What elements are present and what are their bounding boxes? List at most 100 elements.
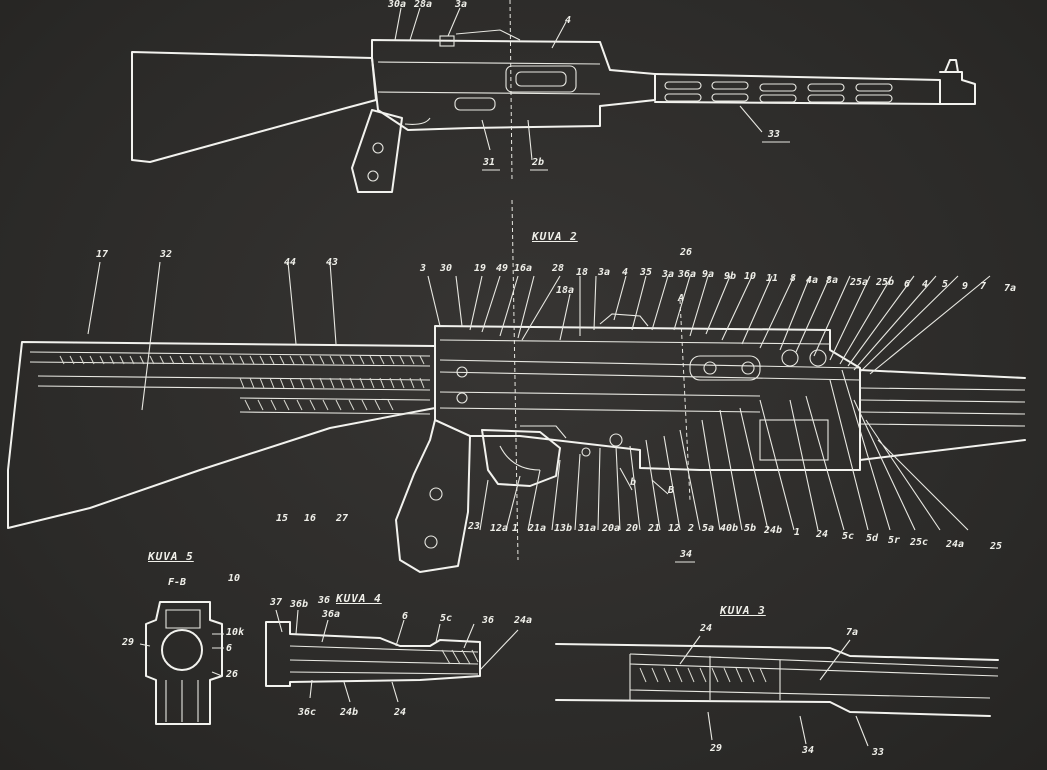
fig2-label-1a: 1 bbox=[512, 523, 519, 534]
fig2-label-20a: 20a bbox=[602, 523, 621, 534]
fig2-label-16a: 16a bbox=[514, 263, 533, 274]
fig4-label-36b: 36b bbox=[290, 599, 309, 610]
fig2-label-25b: 25b bbox=[876, 277, 895, 288]
fig4-label-36a: 36a bbox=[322, 609, 341, 620]
fig2-label-21a: 21a bbox=[528, 523, 547, 534]
fig4-label-37: 37 bbox=[270, 597, 283, 608]
fig3-label-29: 29 bbox=[710, 743, 723, 754]
fig2-label-8: 8 bbox=[790, 273, 797, 284]
fig1-label-28a: 28a bbox=[414, 0, 433, 10]
fig2-label-26: 26 bbox=[680, 247, 693, 258]
fig4-label-24: 24 bbox=[394, 707, 407, 718]
fig4-label-6: 6 bbox=[402, 611, 409, 622]
fig3-label-34: 34 bbox=[802, 745, 815, 756]
fig2-label-b: b bbox=[630, 477, 637, 488]
kuva-4-title: KUVA 4 bbox=[336, 592, 382, 605]
fig2-label-2: 2 bbox=[688, 523, 695, 534]
section-label-fb: F-B bbox=[168, 577, 187, 588]
fig2-label-B: B bbox=[668, 485, 675, 496]
fig2-label-8a: 8a bbox=[826, 275, 839, 286]
kuva-3-title: KUVA 3 bbox=[720, 604, 766, 617]
fig2-label-36a: 36a bbox=[678, 269, 697, 280]
fig2-label-4a: 4a bbox=[806, 275, 819, 286]
fig2-label-9a: 9a bbox=[702, 269, 715, 280]
fig2-label-12a: 12a bbox=[490, 523, 509, 534]
fig5-label-10k: 10k bbox=[226, 627, 245, 638]
fig5-label-10: 10 bbox=[228, 573, 241, 584]
fig2-label-5d: 5d bbox=[866, 533, 879, 544]
kuva-5-title: KUVA 5 bbox=[148, 550, 194, 563]
fig2-label-5c: 5c bbox=[842, 531, 855, 542]
fig1-label-30a: 30a bbox=[388, 0, 407, 10]
fig2-label-20: 20 bbox=[626, 523, 639, 534]
fig4-label-36: 36 bbox=[318, 595, 331, 606]
fig2-label-23: 23 bbox=[468, 521, 481, 532]
fig2-label-4-2: 4 bbox=[922, 279, 929, 290]
fig5-label-29: 29 bbox=[122, 637, 135, 648]
fig2-label-6: 6 bbox=[904, 279, 911, 290]
fig2-label-40b: 40b bbox=[720, 523, 739, 534]
fig2-label-3a: 3a bbox=[598, 267, 611, 278]
fig2-label-21: 21 bbox=[648, 523, 661, 534]
fig5-label-26: 26 bbox=[226, 669, 239, 680]
fig1-label-33: 33 bbox=[768, 129, 781, 140]
fig3-label-7a: 7a bbox=[846, 627, 859, 638]
fig4-label-36-2: 36 bbox=[482, 615, 495, 626]
fig2-label-5: 5 bbox=[942, 279, 949, 290]
fig2-label-28: 28 bbox=[552, 263, 565, 274]
fig2-label-30: 30 bbox=[440, 263, 453, 274]
fig2-label-18a: 18a bbox=[556, 285, 575, 296]
kuva-2-title: KUVA 2 bbox=[532, 230, 578, 243]
fig2-label-7a: 7a bbox=[1004, 283, 1017, 294]
fig4-label-36c: 36c bbox=[298, 707, 317, 718]
fig2-label-34: 34 bbox=[680, 549, 693, 560]
fig2-label-17: 17 bbox=[96, 249, 109, 260]
fig1-label-4: 4 bbox=[565, 15, 572, 26]
fig2-label-9: 9 bbox=[962, 281, 969, 292]
fig2-label-15: 15 bbox=[276, 513, 289, 524]
fig2-label-43: 43 bbox=[326, 257, 339, 268]
fig2-label-10: 10 bbox=[744, 271, 757, 282]
fig2-label-5r: 5r bbox=[888, 535, 901, 546]
fig3-label-24: 24 bbox=[700, 623, 713, 634]
fig5-label-6: 6 bbox=[226, 643, 233, 654]
fig2-label-25a: 25a bbox=[850, 277, 869, 288]
fig2-label-18: 18 bbox=[576, 267, 589, 278]
fig2-label-A: A bbox=[678, 293, 685, 304]
fig2-label-19: 19 bbox=[474, 263, 487, 274]
fig2-label-24a: 24a bbox=[946, 539, 965, 550]
fig1-label-2b: 2b bbox=[532, 157, 545, 168]
fig2-label-5b: 5b bbox=[744, 523, 757, 534]
fig4-label-24a: 24a bbox=[514, 615, 533, 626]
fig2-label-3a-2: 3a bbox=[662, 269, 675, 280]
fig2-label-27: 27 bbox=[336, 513, 349, 524]
fig2-label-11: 11 bbox=[766, 273, 779, 284]
fig2-label-24b: 24b bbox=[764, 525, 783, 536]
fig3-label-33: 33 bbox=[872, 747, 885, 758]
fig2-label-12: 12 bbox=[668, 523, 681, 534]
fig2-label-16: 16 bbox=[304, 513, 317, 524]
fig2-label-32: 32 bbox=[160, 249, 173, 260]
fig2-label-31a: 31a bbox=[578, 523, 597, 534]
fig2-label-9b: 9b bbox=[724, 271, 737, 282]
fig2-label-13b: 13b bbox=[554, 523, 573, 534]
fig2-label-7: 7 bbox=[980, 281, 987, 292]
fig2-label-4: 4 bbox=[622, 267, 629, 278]
fig2-label-1: 1 bbox=[794, 527, 801, 538]
fig1-label-31: 31 bbox=[483, 157, 496, 168]
fig2-label-5a: 5a bbox=[702, 523, 715, 534]
fig2-label-25c: 25c bbox=[910, 537, 929, 548]
fig4-label-24b: 24b bbox=[340, 707, 359, 718]
fig2-label-44: 44 bbox=[284, 257, 297, 268]
fig4-label-5c: 5c bbox=[440, 613, 453, 624]
fig2-label-35: 35 bbox=[640, 267, 653, 278]
fig2-label-3: 3 bbox=[420, 263, 427, 274]
fig2-label-25: 25 bbox=[990, 541, 1003, 552]
fig1-label-3a: 3a bbox=[455, 0, 468, 10]
